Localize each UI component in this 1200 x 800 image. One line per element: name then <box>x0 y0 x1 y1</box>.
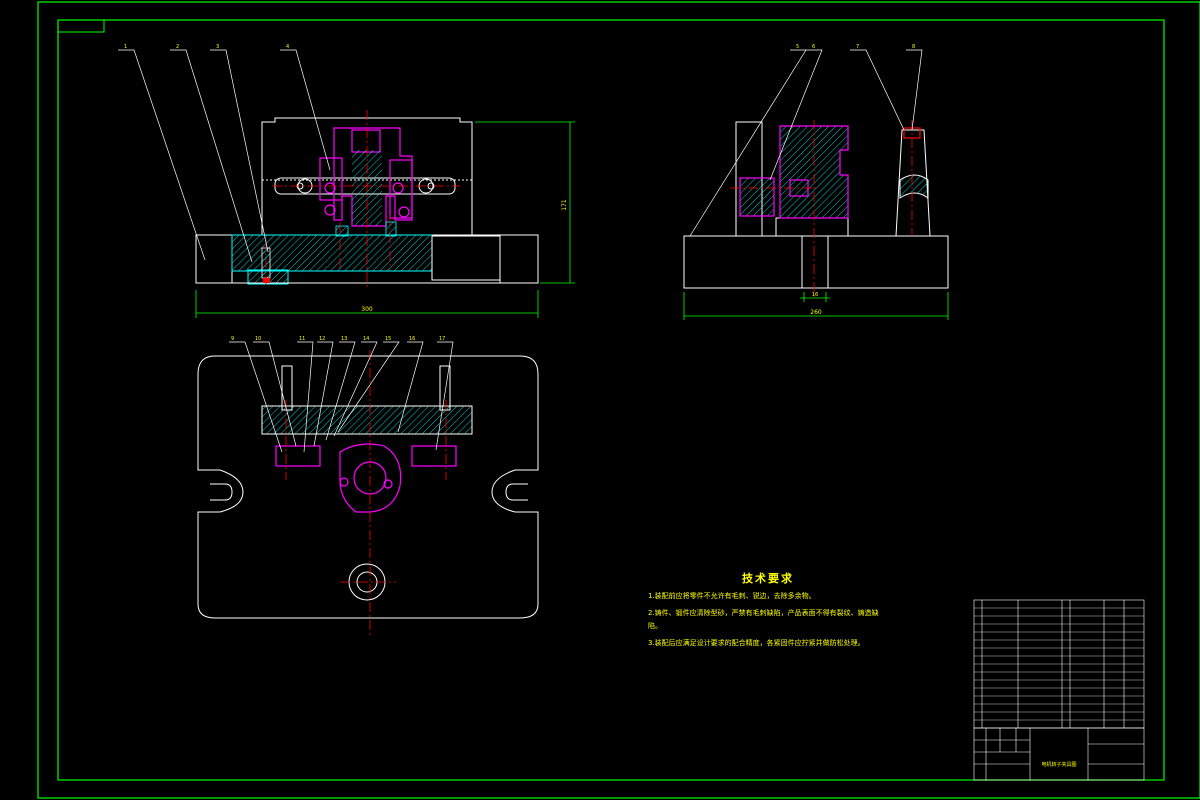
front-leader-2: 2 <box>176 44 179 50</box>
top-leader-16: 16 <box>409 336 415 342</box>
front-leader-3: 3 <box>216 44 219 50</box>
side-leader-6: 6 <box>812 44 815 50</box>
tech-item-3: 3.装配后应满足设计要求的配合精度，各紧固件应拧紧并做防松处理。 <box>648 639 865 647</box>
front-view-dimensions <box>195 121 575 318</box>
inner-frame <box>57 19 1165 781</box>
front-view-centerlines <box>265 110 460 290</box>
side-view-part <box>739 125 921 219</box>
top-view-centerlines <box>285 350 447 636</box>
top-leader-10: 10 <box>255 336 261 342</box>
front-width-dim: 300 <box>361 306 373 313</box>
top-leader-12: 12 <box>319 336 325 342</box>
drawing-name: 电机转子夹具图 <box>1041 762 1077 768</box>
front-leaders <box>118 49 331 263</box>
front-height-dim: 171 <box>561 199 568 211</box>
side-view-dimensions <box>683 292 949 320</box>
side-width-dim: 260 <box>810 309 822 316</box>
parts-list-rows <box>974 607 1144 721</box>
tech-item-2: 2.铸件、锻件应清除型砂，严禁有毛刺缺陷，产品表面不得有裂纹、铸造缺陷。 <box>648 609 879 630</box>
top-view <box>197 355 539 619</box>
front-leader-4: 4 <box>286 44 289 50</box>
top-leader-14: 14 <box>363 336 369 342</box>
side-leader-7: 7 <box>856 44 859 50</box>
side-view-centerlines <box>730 120 913 300</box>
title-block <box>973 727 1145 781</box>
top-leader-11: 11 <box>299 336 305 342</box>
front-leader-1: 1 <box>124 44 127 50</box>
top-view-bar <box>261 405 473 435</box>
top-leader-9: 9 <box>231 336 234 342</box>
tech-title: 技术要求 <box>742 572 794 585</box>
tech-item-1: 1.装配前应将零件不允许有毛刺、锐边，去除多余物。 <box>648 592 816 600</box>
top-leader-15: 15 <box>385 336 391 342</box>
front-view-clamp <box>319 127 413 227</box>
corner-tag <box>58 20 105 33</box>
top-leader-17: 17 <box>439 336 445 342</box>
side-leader-5: 5 <box>796 44 799 50</box>
technical-requirements: 技术要求 1.装配前应将零件不允许有毛刺、锐边，去除多余物。 2.铸件、锻件应清… <box>648 570 888 654</box>
side-leader-8: 8 <box>912 44 915 50</box>
top-leaders <box>229 341 454 453</box>
outer-frame <box>37 1 1200 799</box>
side-leaders <box>689 49 923 237</box>
top-leader-13: 13 <box>341 336 347 342</box>
side-small-dim: 16 <box>812 292 818 298</box>
top-view-part <box>275 443 457 513</box>
